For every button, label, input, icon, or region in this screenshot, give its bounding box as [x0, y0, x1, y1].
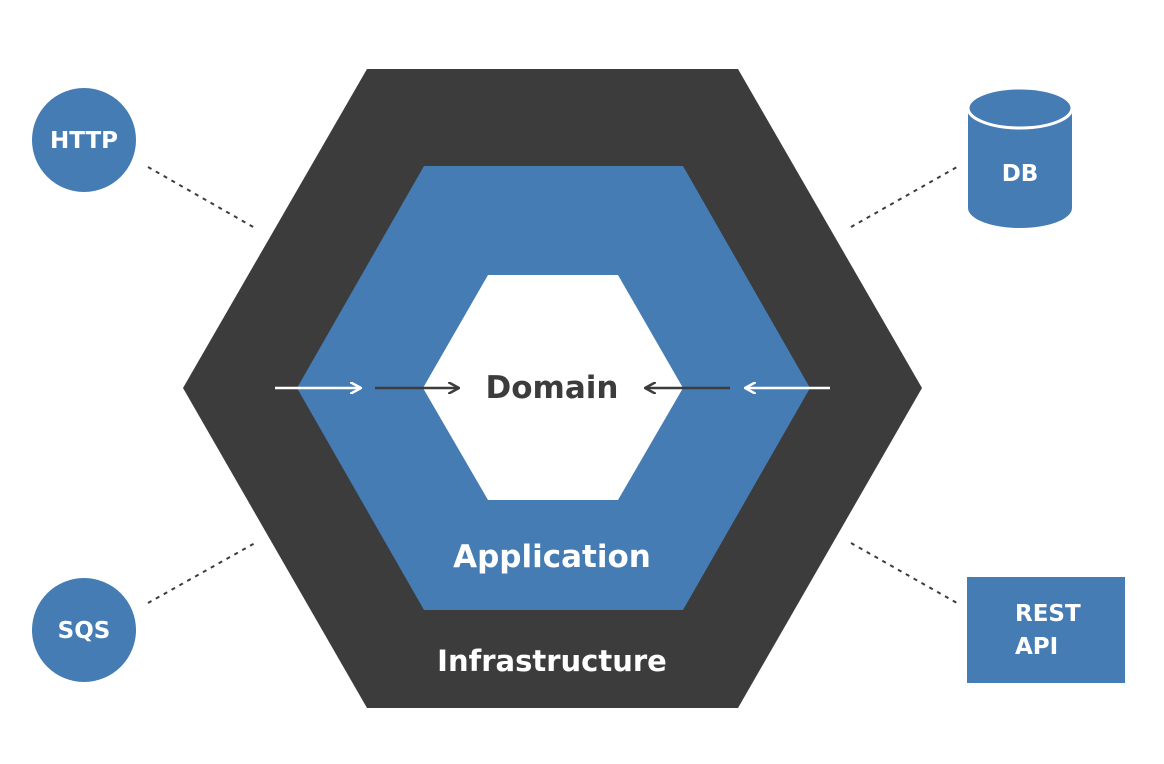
sqs-label: SQS	[58, 618, 111, 644]
db-adapter	[966, 86, 1074, 228]
sqs-adapter	[32, 578, 136, 682]
db-cylinder-top	[966, 86, 1074, 130]
db-label: DB	[1002, 161, 1039, 187]
rest-api-adapter	[967, 577, 1125, 683]
connector-sqs	[147, 542, 256, 604]
domain-label: Domain	[486, 370, 619, 406]
rest-api-label-line2: API	[1015, 634, 1058, 660]
domain-hexagon	[423, 275, 683, 500]
infrastructure-label: Infrastructure	[437, 644, 667, 678]
rest-api-label-line1: REST	[1015, 601, 1081, 627]
application-label: Application	[453, 539, 651, 575]
connector-db	[850, 166, 958, 228]
http-label: HTTP	[50, 128, 118, 154]
connector-http	[147, 166, 256, 229]
http-adapter	[32, 88, 136, 192]
connector-rest-api	[850, 542, 958, 604]
